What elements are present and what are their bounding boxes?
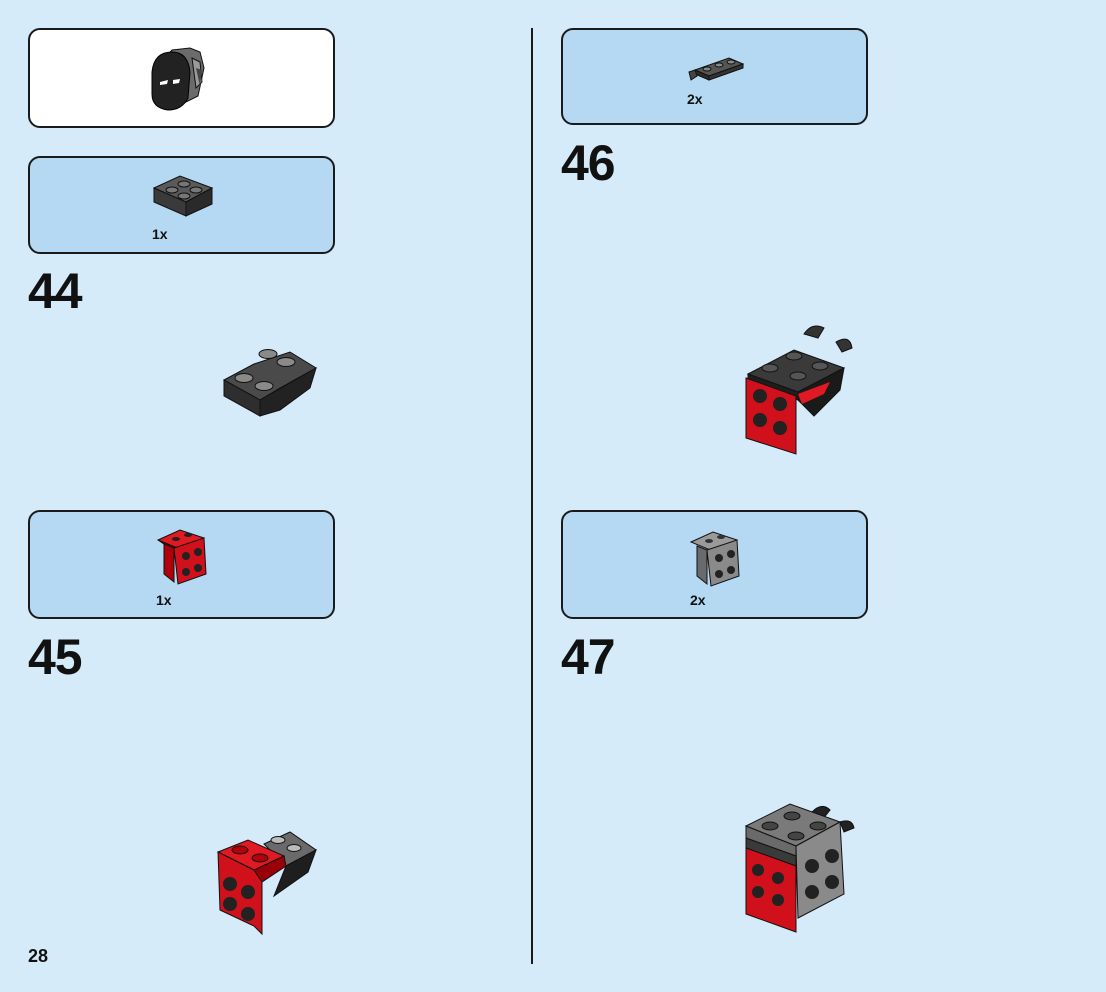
step-number-45: 45 <box>28 629 83 685</box>
column-divider <box>531 28 533 964</box>
dark-grey-plate-with-clip-icon <box>688 57 745 81</box>
step45-build-illustration <box>216 831 317 936</box>
step47-build-illustration <box>744 803 855 933</box>
step-number-47: 47 <box>561 629 616 685</box>
minifig-helmet-icon <box>151 47 205 111</box>
step44-part-qty: 1x <box>152 226 168 242</box>
step-number-46: 46 <box>561 135 616 191</box>
minifig-box <box>28 28 335 128</box>
page-number: 28 <box>28 946 49 966</box>
step47-part-qty: 2x <box>690 592 706 608</box>
step46-part-qty: 2x <box>687 91 703 107</box>
dark-grey-inverted-slope-plate-icon <box>152 175 214 217</box>
step46-parts-box: 2x <box>561 28 868 125</box>
step44-build-illustration <box>222 349 317 417</box>
step45-parts-box: 1x <box>28 510 335 619</box>
step47-parts-box: 2x <box>561 510 868 619</box>
step-number-44: 44 <box>28 263 83 319</box>
step44-parts-box: 1x <box>28 156 335 254</box>
step46-build-illustration <box>745 325 853 455</box>
grey-bracket-icon <box>689 531 740 587</box>
step45-part-qty: 1x <box>156 592 172 608</box>
red-bracket-icon <box>156 529 207 585</box>
